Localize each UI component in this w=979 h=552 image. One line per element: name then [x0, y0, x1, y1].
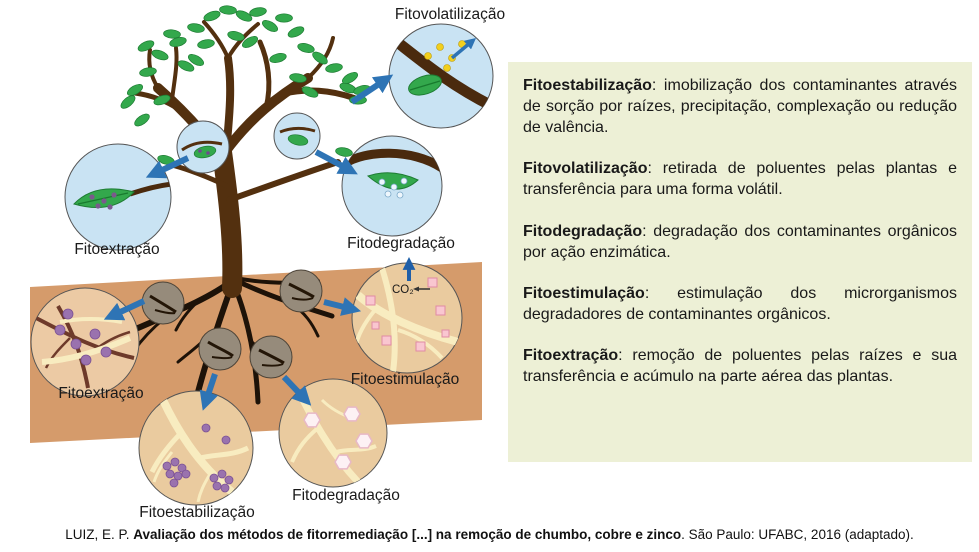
- definition-text: : estimulação dos microrganismos degrada…: [523, 284, 957, 323]
- definition-term: Fitodegradação: [523, 222, 643, 240]
- definition-text: : degradação dos contaminantes orgânicos…: [523, 222, 957, 261]
- citation: LUIZ, E. P. Avaliação dos métodos de fit…: [0, 527, 979, 542]
- citation-prefix: LUIZ, E. P.: [65, 527, 134, 542]
- definition-term: Fitoestabilização: [523, 77, 652, 94]
- definition-fitovolatilizacao: Fitovolatilização: retirada de poluentes…: [523, 158, 957, 200]
- arrow-to-fitovolatilizacao: [350, 74, 394, 105]
- label-fitoextracao-raiz: Fitoextração: [58, 385, 143, 402]
- callout-fitoextracao-folha: [64, 143, 172, 251]
- callout-fitovolatilizacao: [388, 23, 494, 129]
- arrow-to-fitodegradacao-folha: [314, 149, 358, 175]
- definition-text: : retirada de poluentes pelas plantas e …: [523, 160, 957, 199]
- diagram: CO₂: [30, 5, 505, 521]
- arrow-to-fitoestimulacao: [323, 297, 362, 316]
- definition-term: Fitoextração: [523, 346, 619, 364]
- co2-left-arrowhead: [413, 286, 419, 292]
- organic-hexagons: [303, 406, 373, 470]
- definition-fitoextracao: Fitoextração: remoção de poluentes pelas…: [523, 345, 957, 387]
- canopy-zoom-source-right: [273, 112, 321, 160]
- enzyme-droplets: [378, 177, 408, 199]
- contaminant-clusters: [162, 423, 234, 493]
- arrow-to-fitodegradacao-raiz: [281, 374, 312, 406]
- definition-fitoestabilizacao: Fitoestabilização: imobilização dos cont…: [523, 75, 957, 138]
- label-fitoextracao-folha: Fitoextração: [74, 241, 159, 258]
- citation-title: Avaliação dos métodos de fitorremediação…: [133, 527, 682, 542]
- arrow-to-fitoextracao-raiz: [103, 298, 146, 321]
- contaminant-dots: [54, 308, 112, 366]
- definition-text: : imobilização dos contaminantes através…: [523, 77, 957, 137]
- callout-fitoestimulacao: CO₂: [351, 257, 463, 374]
- label-fitoestimulacao: Fitoestimulação: [351, 371, 460, 388]
- label-fitodegradacao-raiz: Fitodegradação: [292, 487, 400, 504]
- label-fitovolatilizacao: Fitovolatilização: [395, 6, 505, 23]
- definition-text: : remoção de poluentes pelas raízes e su…: [523, 346, 957, 386]
- extracted-dots: [89, 192, 117, 210]
- arrow-to-fitoestabilizacao: [199, 373, 218, 411]
- callout-fitoextracao-raiz: [30, 287, 140, 397]
- callout-fitoestabilizacao: [138, 390, 254, 506]
- root-zoom-sources: [141, 269, 323, 379]
- label-fitoestabilizacao: Fitoestabilização: [139, 504, 254, 521]
- definitions-panel: Fitoestabilização: imobilização dos cont…: [508, 62, 972, 462]
- definition-term: Fitoestimulação: [523, 284, 645, 302]
- microorganism-squares: [365, 277, 450, 352]
- citation-suffix: . São Paulo: UFABC, 2016 (adaptado).: [681, 527, 914, 542]
- definition-fitoestimulacao: Fitoestimulação: estimulação dos microrg…: [523, 283, 957, 325]
- callout-fitodegradacao-folha: [341, 135, 443, 237]
- definition-term: Fitovolatilização: [523, 160, 648, 178]
- tree-trunk: [132, 20, 357, 298]
- definition-fitodegradacao: Fitodegradação: degradação dos contamina…: [523, 221, 957, 263]
- volatilization-arrow: [450, 37, 477, 60]
- canopy-zoom-source-left: [176, 120, 230, 174]
- arrow-to-fitoextracao-folha: [145, 155, 190, 179]
- label-fitodegradacao-folha: Fitodegradação: [347, 235, 455, 252]
- co2-label: CO₂: [392, 284, 414, 296]
- callout-fitodegradacao-raiz: [278, 378, 388, 488]
- canopy-leaves: [120, 5, 371, 174]
- connector-arrows: [103, 74, 394, 411]
